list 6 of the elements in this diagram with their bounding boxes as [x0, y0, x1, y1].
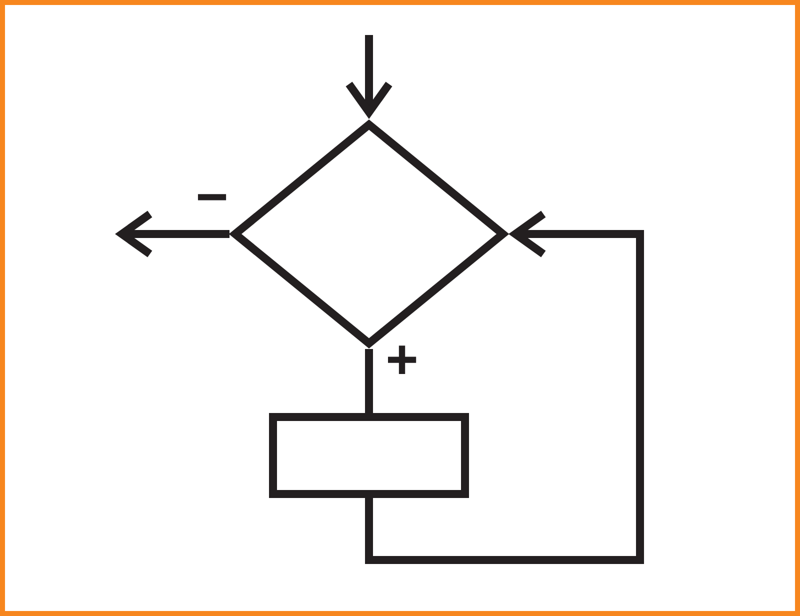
arrow [365, 210, 644, 564]
process-box [269, 413, 469, 498]
edge-label: + [388, 346, 416, 374]
connector-line [365, 349, 373, 413]
arrow [115, 210, 230, 258]
edge-label: − [198, 194, 226, 200]
